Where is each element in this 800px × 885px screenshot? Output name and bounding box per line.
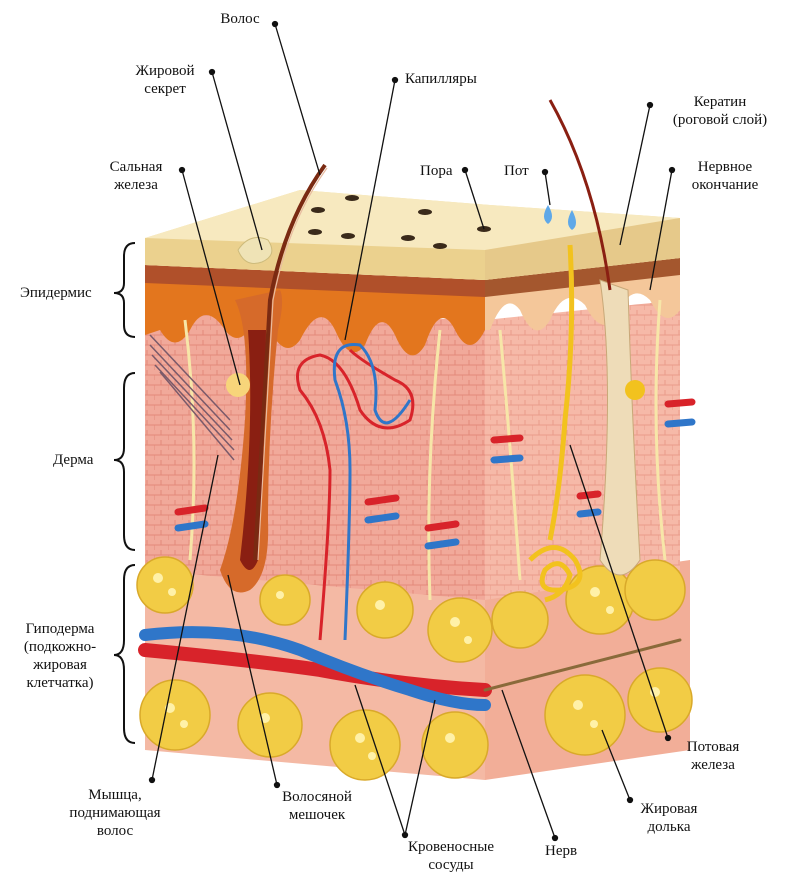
label-sweat: Пот	[504, 163, 529, 179]
sweat-drop	[568, 210, 576, 230]
arrector-muscle	[149, 334, 235, 461]
label-dermis: Дерма	[53, 452, 94, 468]
label-nerve: Нерв	[545, 843, 578, 859]
label-nerve-ending: Нервное окончание	[691, 159, 759, 193]
sweat-gland	[528, 244, 583, 603]
label-arrector-muscle: Мышца, поднимающая волос	[69, 787, 161, 839]
blood-vessels	[138, 626, 682, 711]
sweat-drop	[544, 205, 552, 224]
label-keratin: Кератин (роговой слой)	[672, 94, 768, 128]
label-fat-lobule: Жировая долька	[640, 801, 698, 835]
hair-follicle-right	[548, 99, 645, 576]
capillaries	[296, 342, 415, 641]
label-capillaries: Капилляры	[405, 71, 477, 87]
hair-follicle	[220, 163, 328, 593]
layer-brackets	[113, 242, 136, 744]
label-epidermis: Эпидермис	[20, 285, 92, 301]
vessel-pairs	[174, 398, 696, 550]
label-sweat-gland: Потовая железа	[686, 739, 740, 773]
label-sebaceous-gland: Сальная железа	[109, 159, 163, 193]
fat-cell-dots	[153, 573, 660, 760]
label-sebum: Жировой секрет	[135, 63, 195, 97]
label-blood-vessels: Кровеносные сосуды	[408, 839, 494, 873]
label-pore: Пора	[420, 163, 453, 179]
label-hair: Волос	[220, 11, 260, 27]
fat-lobules	[136, 556, 693, 781]
label-hypodermis: Гиподерма (подкожно- жировая клетчатка)	[23, 621, 97, 691]
nerve-fibres	[183, 299, 667, 601]
label-hair-follicle: Волосяной мешочек	[282, 789, 352, 823]
